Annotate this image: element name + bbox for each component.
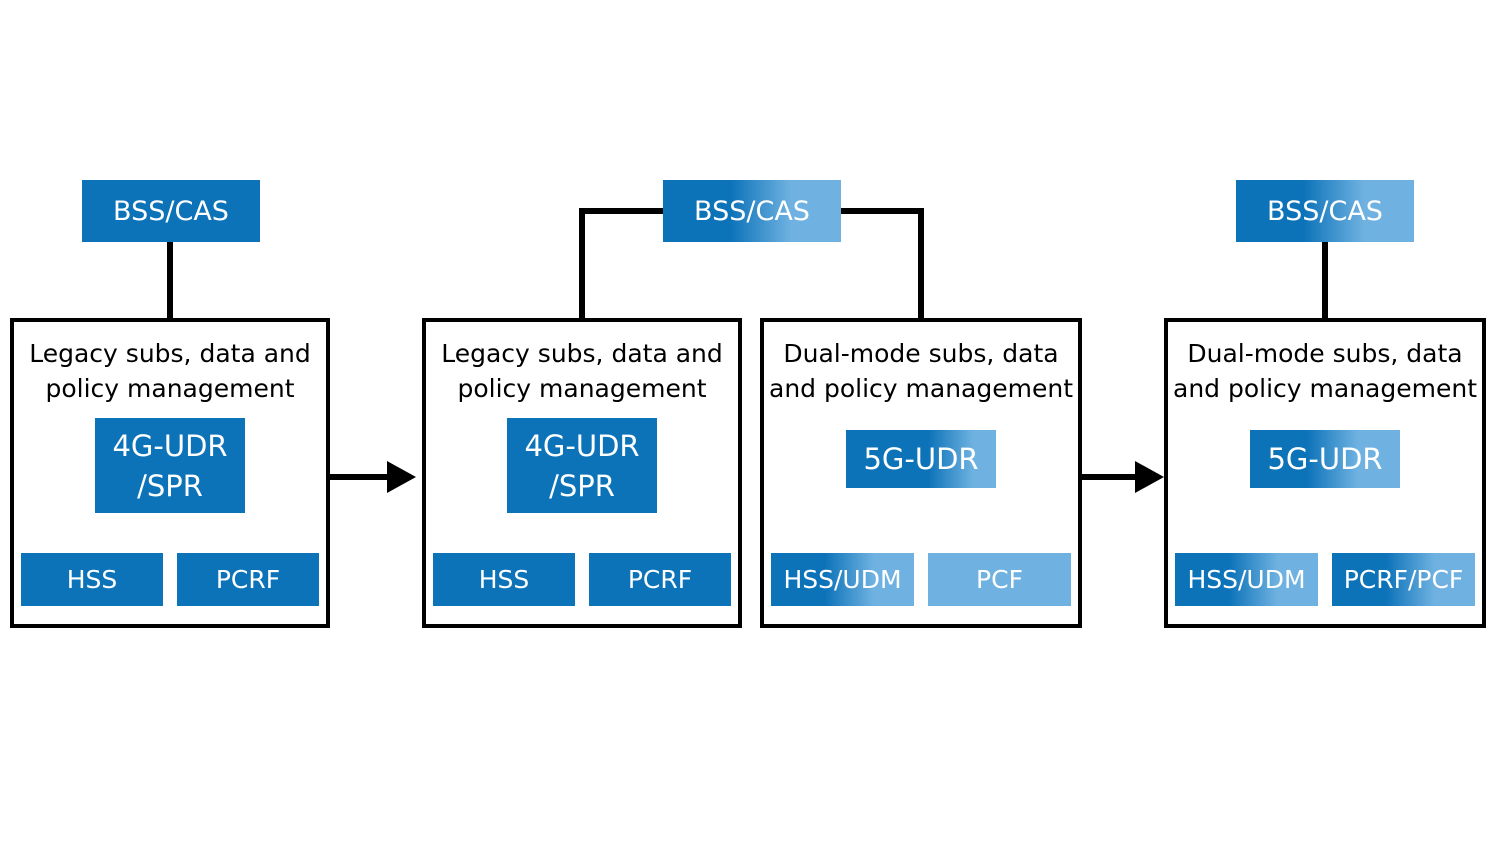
legacy-panel-stage1: Legacy subs, data and policy management … <box>10 318 330 628</box>
panel-title-line2: and policy management <box>769 374 1073 403</box>
udr-label-line2: /SPR <box>137 468 203 503</box>
connector-stage1-vertical <box>167 242 173 318</box>
pcrf-label: PCRF <box>627 565 693 594</box>
flow-arrow-2-head <box>1135 461 1164 493</box>
5g-udr-node-stage3: 5G-UDR <box>1250 430 1400 488</box>
connector-stage3-vertical <box>1322 242 1328 318</box>
panel-title-line1: Dual-mode subs, data <box>783 339 1059 368</box>
dual-mode-panel-stage2: Dual-mode subs, data and policy manageme… <box>760 318 1082 628</box>
bss-cas-label: BSS/CAS <box>1267 195 1383 227</box>
pcrf-pcf-label: PCRF/PCF <box>1343 565 1464 594</box>
flow-arrow-2-shaft <box>1082 474 1136 480</box>
pcrf-node-stage2: PCRF <box>589 553 731 606</box>
hss-udm-node-stage3: HSS/UDM <box>1175 553 1318 606</box>
connector-stage2-left-vertical <box>579 208 585 318</box>
panel-title-line1: Legacy subs, data and <box>441 339 723 368</box>
connector-stage2-left-horizontal <box>579 208 663 214</box>
bss-cas-box-stage3: BSS/CAS <box>1236 180 1414 242</box>
pcrf-node-stage1: PCRF <box>177 553 319 606</box>
udr-spr-node-stage2: 4G-UDR /SPR <box>507 418 657 513</box>
panel-title: Legacy subs, data and policy management <box>14 336 326 406</box>
dual-mode-panel-stage3: Dual-mode subs, data and policy manageme… <box>1164 318 1486 628</box>
pcf-node-stage2: PCF <box>928 553 1071 606</box>
flow-arrow-1-head <box>387 461 416 493</box>
panel-title-line2: policy management <box>45 374 295 403</box>
pcrf-label: PCRF <box>215 565 281 594</box>
hss-label: HSS <box>66 565 118 594</box>
udr-label-line1: 4G-UDR <box>112 428 228 463</box>
hss-node-stage1: HSS <box>21 553 163 606</box>
hss-udm-label: HSS/UDM <box>1187 565 1306 594</box>
udr-spr-label: 4G-UDR /SPR <box>524 426 639 506</box>
5g-udr-node-stage2: 5G-UDR <box>846 430 996 488</box>
bss-cas-box-stage1: BSS/CAS <box>82 180 260 242</box>
legacy-panel-stage2: Legacy subs, data and policy management … <box>422 318 742 628</box>
pcf-label: PCF <box>976 565 1023 594</box>
hss-udm-label: HSS/UDM <box>783 565 902 594</box>
panel-title-line1: Legacy subs, data and <box>29 339 311 368</box>
panel-title: Dual-mode subs, data and policy manageme… <box>1168 336 1482 406</box>
flow-arrow-1-shaft <box>330 474 388 480</box>
5g-udr-label: 5G-UDR <box>1267 442 1383 476</box>
panel-title: Legacy subs, data and policy management <box>426 336 738 406</box>
udr-label-line2: /SPR <box>549 468 615 503</box>
connector-stage2-right-horizontal <box>841 208 924 214</box>
panel-title-line2: policy management <box>457 374 707 403</box>
hss-node-stage2: HSS <box>433 553 575 606</box>
udr-spr-node-stage1: 4G-UDR /SPR <box>95 418 245 513</box>
panel-title-line1: Dual-mode subs, data <box>1187 339 1463 368</box>
panel-title: Dual-mode subs, data and policy manageme… <box>764 336 1078 406</box>
bss-cas-label: BSS/CAS <box>113 195 229 227</box>
hss-udm-node-stage2: HSS/UDM <box>771 553 914 606</box>
pcrf-pcf-node-stage3: PCRF/PCF <box>1332 553 1475 606</box>
5g-udr-label: 5G-UDR <box>863 442 979 476</box>
bss-cas-label: BSS/CAS <box>694 195 810 227</box>
panel-title-line2: and policy management <box>1173 374 1477 403</box>
udr-label-line1: 4G-UDR <box>524 428 640 463</box>
udr-spr-label: 4G-UDR /SPR <box>112 426 227 506</box>
connector-stage2-right-vertical <box>918 208 924 318</box>
bss-cas-box-stage2: BSS/CAS <box>663 180 841 242</box>
hss-label: HSS <box>478 565 530 594</box>
